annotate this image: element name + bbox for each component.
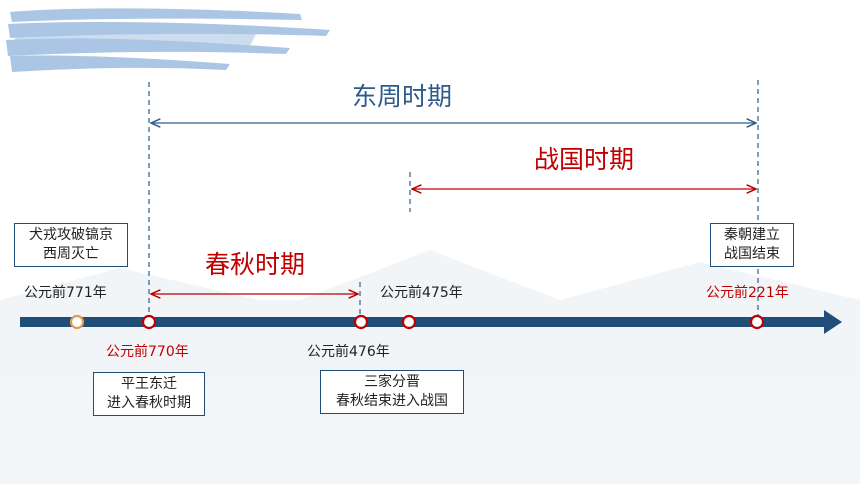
timeline-arrowhead bbox=[824, 310, 842, 334]
period-label-zhanguo: 战国时期 bbox=[534, 145, 635, 174]
marker-771 bbox=[69, 314, 85, 330]
event-sanjia-line1: 三家分晋 bbox=[364, 374, 420, 390]
timeline-axis bbox=[20, 317, 826, 327]
year-label-221: 公元前221年 bbox=[706, 285, 789, 301]
event-box-sanjia: 三家分晋 春秋结束进入战国 bbox=[320, 370, 464, 414]
event-pingwang-line2: 进入春秋时期 bbox=[107, 395, 191, 411]
event-qin-line1: 秦朝建立 bbox=[724, 227, 780, 243]
year-label-476: 公元前476年 bbox=[307, 344, 390, 360]
period-label-chunqiu: 春秋时期 bbox=[205, 250, 306, 279]
marker-476 bbox=[353, 314, 369, 330]
year-label-771: 公元前771年 bbox=[24, 285, 107, 301]
brush-stroke-decoration bbox=[6, 8, 330, 72]
event-box-quanrong: 犬戎攻破镐京 西周灭亡 bbox=[14, 223, 128, 267]
event-pingwang-line1: 平王东迁 bbox=[121, 376, 177, 392]
marker-770 bbox=[141, 314, 157, 330]
event-sanjia-line2: 春秋结束进入战国 bbox=[336, 393, 448, 409]
event-qin-line2: 战国结束 bbox=[724, 246, 780, 262]
event-quanrong-line2: 西周灭亡 bbox=[43, 246, 99, 262]
year-label-475: 公元前475年 bbox=[380, 285, 463, 301]
year-label-770: 公元前770年 bbox=[106, 344, 189, 360]
marker-221 bbox=[749, 314, 765, 330]
event-box-qin: 秦朝建立 战国结束 bbox=[710, 223, 794, 267]
event-box-pingwang: 平王东迁 进入春秋时期 bbox=[93, 372, 205, 416]
period-label-dongzhou: 东周时期 bbox=[352, 82, 453, 111]
marker-475 bbox=[401, 314, 417, 330]
event-quanrong-line1: 犬戎攻破镐京 bbox=[29, 227, 113, 243]
